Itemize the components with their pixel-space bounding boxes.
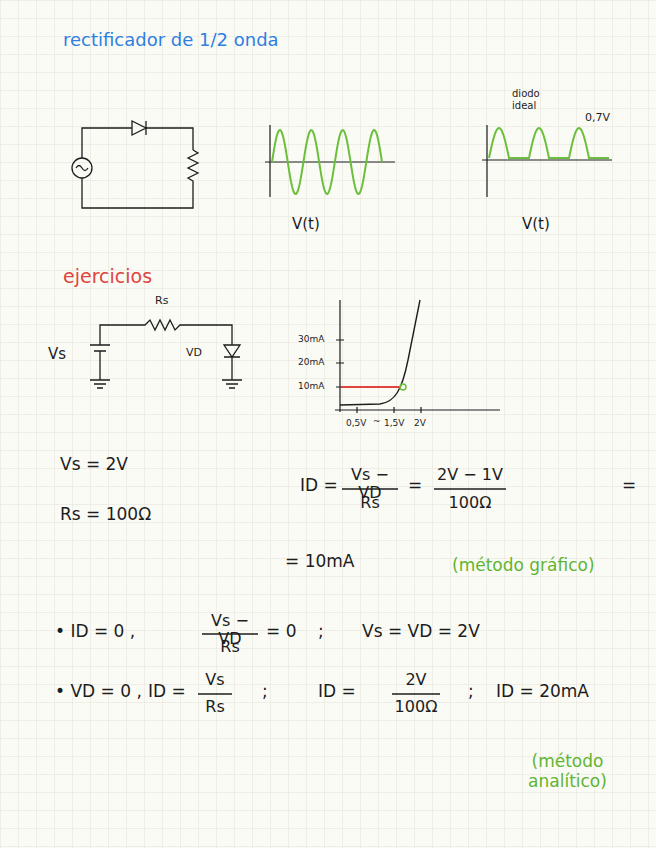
numerator: Vs	[195, 671, 235, 689]
half-wave	[489, 128, 609, 158]
section-heading: ejercicios	[63, 266, 152, 288]
tick-label: 10mA	[298, 381, 324, 391]
battery-symbol	[90, 345, 110, 380]
denominator: Rs	[200, 638, 260, 656]
tick-label: 20mA	[298, 357, 324, 367]
sine-wave	[272, 130, 382, 194]
ground-symbol	[90, 380, 110, 388]
denominator: Rs	[340, 494, 400, 512]
equation-text: ;	[468, 682, 474, 702]
rectifier-circuit	[72, 121, 198, 208]
denominator: 100Ω	[430, 494, 510, 512]
axes	[335, 300, 500, 412]
half-wave-graph	[482, 125, 612, 197]
equation-text: =	[408, 476, 422, 496]
component-label: VD	[186, 347, 202, 360]
fraction-bar	[392, 693, 440, 694]
numerator: 2V	[386, 671, 446, 689]
component-label: Vs	[48, 346, 66, 363]
diode-symbol	[224, 345, 240, 380]
axes	[482, 125, 612, 197]
resistor-symbol	[82, 150, 198, 208]
equation-text: ID =	[300, 476, 338, 496]
tick-label: 30mA	[298, 334, 324, 344]
fraction-bar	[434, 488, 506, 489]
equation-text: ;	[318, 622, 324, 642]
diode-symbol	[132, 121, 146, 135]
diode-curve	[340, 300, 420, 405]
iv-curve-graph	[335, 300, 500, 413]
equation-text: = 0	[266, 622, 296, 642]
axis-label: V(t)	[522, 216, 550, 233]
operating-current-line	[341, 386, 399, 388]
note-label: diodo ideal	[512, 88, 554, 111]
voltage-label: 0,7V	[585, 112, 610, 125]
denominator: Rs	[195, 698, 235, 716]
denominator: 100Ω	[386, 698, 446, 716]
given-value: Vs = 2V	[60, 455, 128, 475]
fraction-bars	[198, 489, 506, 694]
axes	[265, 125, 395, 197]
equation-text: ID =	[318, 682, 356, 702]
fraction-bar	[198, 693, 232, 694]
axis-label: V(t)	[292, 216, 320, 233]
diode-circuit	[90, 320, 242, 388]
result: = 10mA	[285, 552, 354, 572]
ac-source-symbol	[72, 158, 92, 178]
given-value: Rs = 100Ω	[60, 505, 151, 525]
equation-text: • VD = 0 ,	[55, 682, 142, 702]
operating-point	[400, 384, 406, 390]
equation-text: ID =	[148, 682, 186, 702]
equation-text: ;	[262, 682, 268, 702]
ground-symbol	[222, 380, 242, 388]
tick-label: 1,5V	[384, 418, 404, 428]
ac-source-tilde	[76, 166, 88, 171]
component-label: Rs	[155, 295, 168, 308]
tick-label: ~	[373, 416, 381, 426]
tick-label: 2V	[414, 418, 426, 428]
method-note: (método gráfico)	[452, 556, 595, 576]
method-note: (método analítico)	[505, 752, 630, 791]
result: ID = 20mA	[496, 682, 589, 702]
page-title: rectificador de 1/2 onda	[63, 30, 279, 51]
tick-label: 0,5V	[346, 418, 366, 428]
wire	[100, 320, 232, 345]
sine-graph	[265, 125, 395, 197]
equation-text: =	[622, 476, 636, 496]
numerator: 2V − 1V	[430, 466, 510, 484]
equation-text: • ID = 0 ,	[55, 622, 135, 642]
ticks	[336, 340, 421, 413]
equation-text: Vs = VD = 2V	[362, 622, 480, 642]
